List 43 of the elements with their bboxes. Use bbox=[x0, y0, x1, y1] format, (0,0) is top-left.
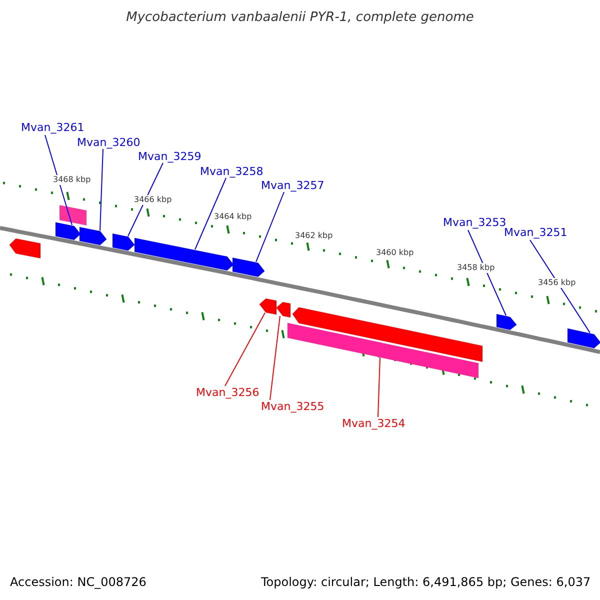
scale-label: 3464 kbp bbox=[214, 212, 252, 222]
footer-text: Topology: circular; Length: 6,491,865 bp; Genes: 6,037 bbox=[261, 575, 591, 590]
gene-label: Mvan_3254 bbox=[342, 417, 406, 430]
gene-feature bbox=[134, 238, 234, 271]
leader-line bbox=[100, 148, 104, 232]
gene-feature bbox=[60, 205, 86, 226]
gene-feature bbox=[9, 238, 40, 258]
scale-label: 3456 kbp bbox=[538, 278, 576, 288]
gene-label: Mvan_3256 bbox=[196, 386, 260, 400]
gene-label: Mvan_3257 bbox=[261, 179, 324, 192]
gene-feature bbox=[496, 314, 517, 330]
gene-feature bbox=[232, 258, 265, 277]
leader-line bbox=[530, 240, 590, 334]
leader-line bbox=[468, 230, 506, 316]
footer-text: Accession: NC_008726 bbox=[10, 575, 146, 590]
scale-label: 3460 kbp bbox=[376, 248, 414, 258]
gene-feature bbox=[276, 302, 290, 318]
leader-line bbox=[378, 357, 380, 418]
gene-feature bbox=[80, 227, 107, 246]
title: Mycobacterium vanbaalenii PYR-1, complete genome bbox=[125, 10, 475, 26]
gene-feature bbox=[56, 222, 81, 240]
leader-line bbox=[44, 134, 72, 226]
gene-label: Mvan_3255 bbox=[261, 400, 324, 414]
leader-line bbox=[194, 178, 226, 250]
leader-line bbox=[270, 315, 280, 400]
gene-feature bbox=[288, 322, 478, 378]
gene-feature bbox=[292, 307, 482, 362]
scale-label: 3462 kbp bbox=[295, 231, 333, 241]
gene-label: Mvan_3261 bbox=[21, 121, 84, 134]
leader-line bbox=[256, 192, 284, 262]
leader-line bbox=[224, 312, 266, 386]
gene-label: Mvan_3253 bbox=[443, 216, 506, 230]
scale-label: 3458 kbp bbox=[457, 263, 495, 273]
gene-label: Mvan_3258 bbox=[200, 165, 264, 178]
gene-label: Mvan_3251 bbox=[504, 226, 568, 240]
gene-label: Mvan_3260 bbox=[77, 136, 140, 150]
gene-feature bbox=[568, 328, 600, 348]
gene-feature bbox=[112, 234, 135, 251]
scale-label: 3466 kbp bbox=[134, 195, 172, 205]
leader-line bbox=[128, 162, 164, 237]
gene-label: Mvan_3259 bbox=[138, 150, 202, 164]
gene-feature bbox=[259, 298, 276, 315]
scale-label: 3468 kbp bbox=[53, 175, 91, 185]
